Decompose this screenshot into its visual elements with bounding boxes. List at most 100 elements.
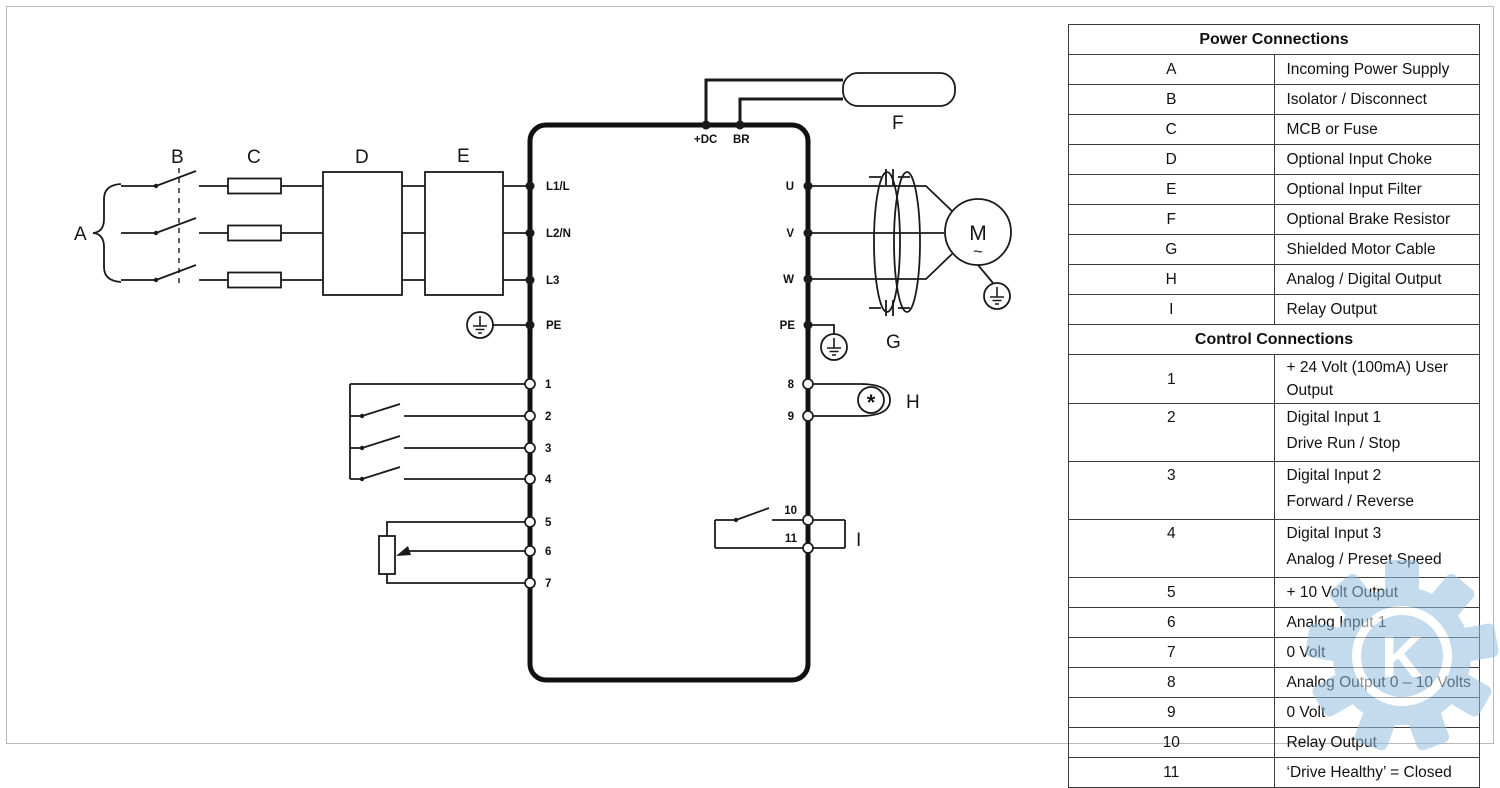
terminal-label-l3: L3 [546,275,559,287]
terminal-label-8: 8 [788,379,795,391]
drive-enclosure [527,122,811,683]
terminal-label-11: 11 [785,533,798,545]
terminal-label-l2: L2/N [546,228,571,240]
row-key: I [1068,294,1275,325]
row-desc: Digital Input 2 Forward / Reverse [1273,461,1480,520]
row-desc-line1: Digital Input 2 [1286,467,1382,484]
row-desc: Optional Brake Resistor [1273,204,1480,235]
label-i: I [856,530,861,551]
terminal-label-dc: +DC [694,134,717,146]
relay-contact-icon [714,507,803,549]
label-a: A [74,224,87,245]
row-desc-line2: Analog / Preset Speed [1286,551,1442,568]
control-section-title: Control Connections [1068,324,1480,355]
row-key: 8 [1068,667,1275,698]
table-row: 4 Digital Input 3 Analog / Preset Speed [1068,519,1480,578]
brake-resistor [842,72,956,107]
isolator-switch-icon [121,168,228,288]
row-key: A [1068,54,1275,85]
terminal-label-6: 6 [545,546,551,558]
terminal-label-u: U [786,181,794,193]
cable-shield-icon [869,169,921,316]
table-row: 3 Digital Input 2 Forward / Reverse [1068,461,1480,520]
fuse-icon [227,177,323,289]
ground-icon [983,282,1011,310]
page: { "watermark": { "letter": "K", "color":… [6,6,1499,788]
row-desc: ‘Drive Healthy’ = Closed [1273,757,1480,788]
row-desc: + 24 Volt (100mA) User Output [1273,354,1480,404]
terminal-label-3: 3 [545,443,551,455]
row-key: 5 [1068,577,1275,608]
row-key: 2 [1068,403,1275,462]
label-b: B [171,147,184,168]
terminal-label-w: W [783,274,794,286]
terminal-label-v: V [786,228,794,240]
terminal-label-9: 9 [788,411,794,423]
row-key: H [1068,264,1275,295]
row-key: D [1068,144,1275,175]
table-row: 2 Digital Input 1 Drive Run / Stop [1068,403,1480,462]
dc-brake-wiring [701,78,843,130]
row-key: 4 [1068,519,1275,578]
row-desc: Optional Input Filter [1273,174,1480,205]
motor-cable-wires [808,185,953,280]
input-choke-box [322,171,403,296]
potentiometer-icon [378,521,525,584]
relay-output-bracket [813,519,846,549]
wiring-diagram: A B C D E +DC BR F [74,72,1012,683]
row-desc: Incoming Power Supply [1273,54,1480,85]
row-key: 7 [1068,637,1275,668]
row-desc: Isolator / Disconnect [1273,84,1480,115]
row-desc: Shielded Motor Cable [1273,234,1480,265]
label-f: F [892,113,904,134]
row-desc-line2: Drive Run / Stop [1286,435,1401,452]
row-desc-line2: Forward / Reverse [1286,493,1414,510]
digital-input-switches-icon [349,383,525,482]
table-row: 11‘Drive Healthy’ = Closed [1068,757,1480,788]
terminal-label-5: 5 [545,517,552,529]
label-d: D [355,147,369,168]
row-key: 11 [1068,757,1275,788]
table-row: 5+ 10 Volt Output [1068,577,1480,608]
terminal-label-1: 1 [545,379,552,391]
row-desc: Relay Output [1273,727,1480,758]
motor-wave: ~ [973,242,983,261]
right-output-terminals-1011 [802,514,814,554]
input-filter-box [424,171,504,296]
choke-filter-wires [402,185,425,281]
pe-right-wire [808,324,835,334]
row-key: C [1068,114,1275,145]
row-desc: Analog / Digital Output [1273,264,1480,295]
terminal-label-2: 2 [545,411,551,423]
row-key: 9 [1068,697,1275,728]
row-desc-line1: Digital Input 3 [1286,525,1382,542]
meter-symbol: * [867,390,876,415]
row-desc: Digital Input 3 Analog / Preset Speed [1273,519,1480,578]
label-e: E [457,146,470,167]
ground-icon [466,311,494,339]
terminal-label-l1: L1/L [546,181,570,193]
incoming-supply-brace-icon [92,183,122,283]
left-power-terminals [525,181,535,330]
terminal-label-10: 10 [784,505,797,517]
terminal-label-pe-right: PE [780,320,796,332]
row-desc: Digital Input 1 Drive Run / Stop [1273,403,1480,462]
terminal-label-7: 7 [545,578,551,590]
row-key: 3 [1068,461,1275,520]
row-desc: 0 Volt [1273,637,1480,668]
table-row: 1+ 24 Volt (100mA) User Output [1068,354,1480,404]
row-desc: Relay Output [1273,294,1480,325]
row-desc-line1: Digital Input 1 [1286,409,1382,426]
